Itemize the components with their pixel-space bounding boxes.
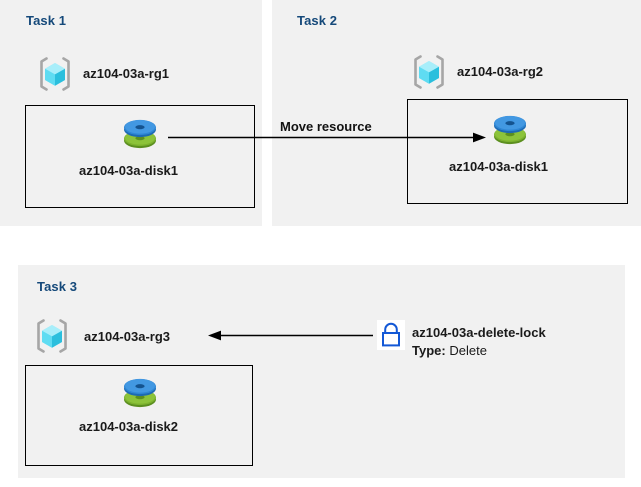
- task3-resource-box: [25, 365, 253, 466]
- managed-disk-icon: [488, 110, 532, 152]
- task2-resource-group-label: az104-03a-rg2: [457, 64, 543, 79]
- managed-disk-icon: [118, 114, 162, 156]
- lock-type-key: Type:: [412, 343, 446, 358]
- lock-icon: [377, 320, 405, 350]
- task2-heading: Task 2: [297, 13, 338, 28]
- task1-resource-group-label: az104-03a-rg1: [83, 66, 169, 81]
- task3-heading: Task 3: [37, 279, 78, 294]
- managed-disk-icon: [118, 373, 162, 415]
- lock-arrow: [208, 327, 373, 345]
- lock-type-value: Delete: [449, 343, 487, 358]
- move-resource-arrow: [168, 128, 488, 148]
- resource-group-icon: [409, 52, 449, 92]
- task3-resource-group-label: az104-03a-rg3: [84, 329, 170, 344]
- lock-name-label: az104-03a-delete-lock: [412, 325, 546, 340]
- task3-panel: [18, 265, 625, 478]
- task3-resource-label: az104-03a-disk2: [79, 419, 179, 434]
- task2-resource-box: [407, 99, 628, 204]
- move-resource-label: Move resource: [280, 119, 372, 134]
- resource-group-icon: [35, 54, 75, 94]
- task1-heading: Task 1: [26, 13, 67, 28]
- task2-panel: [272, 0, 641, 226]
- task1-resource-label: az104-03a-disk1: [79, 163, 179, 178]
- task1-resource-box: [25, 105, 255, 208]
- task2-resource-label: az104-03a-disk1: [449, 159, 549, 174]
- task1-panel: [0, 0, 262, 226]
- resource-group-icon: [32, 316, 72, 356]
- lock-type-label: Type: Delete: [412, 343, 487, 358]
